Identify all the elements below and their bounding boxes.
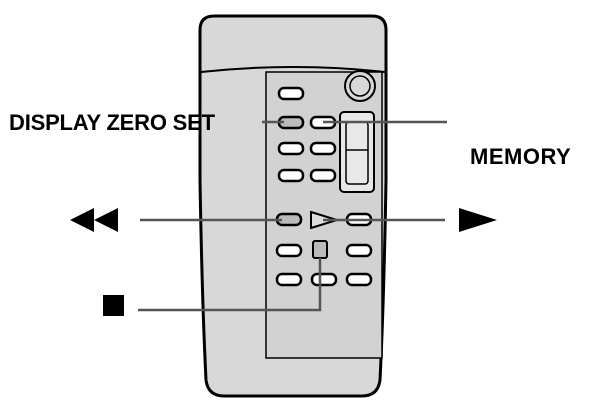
button[interactable] <box>275 272 303 287</box>
display-zero-set-label: DISPLAY ZERO SET <box>9 110 215 135</box>
button[interactable] <box>309 141 337 156</box>
button[interactable] <box>277 141 305 156</box>
leader-stop <box>138 258 322 312</box>
button[interactable] <box>345 272 373 287</box>
button[interactable] <box>310 272 338 287</box>
memory-label: MEMORY <box>470 144 572 169</box>
stop-icon <box>103 295 124 316</box>
dial-inner <box>349 75 371 97</box>
memory-slider[interactable] <box>339 111 375 193</box>
remote-top-band <box>200 66 386 73</box>
leader-lines <box>138 120 447 312</box>
stop-button[interactable] <box>312 240 328 259</box>
play-icon <box>459 208 497 232</box>
button[interactable] <box>277 86 305 101</box>
button[interactable] <box>309 168 337 183</box>
button[interactable] <box>277 168 305 183</box>
rewind-icon <box>70 208 118 232</box>
button[interactable] <box>345 243 373 258</box>
button[interactable] <box>275 243 303 258</box>
